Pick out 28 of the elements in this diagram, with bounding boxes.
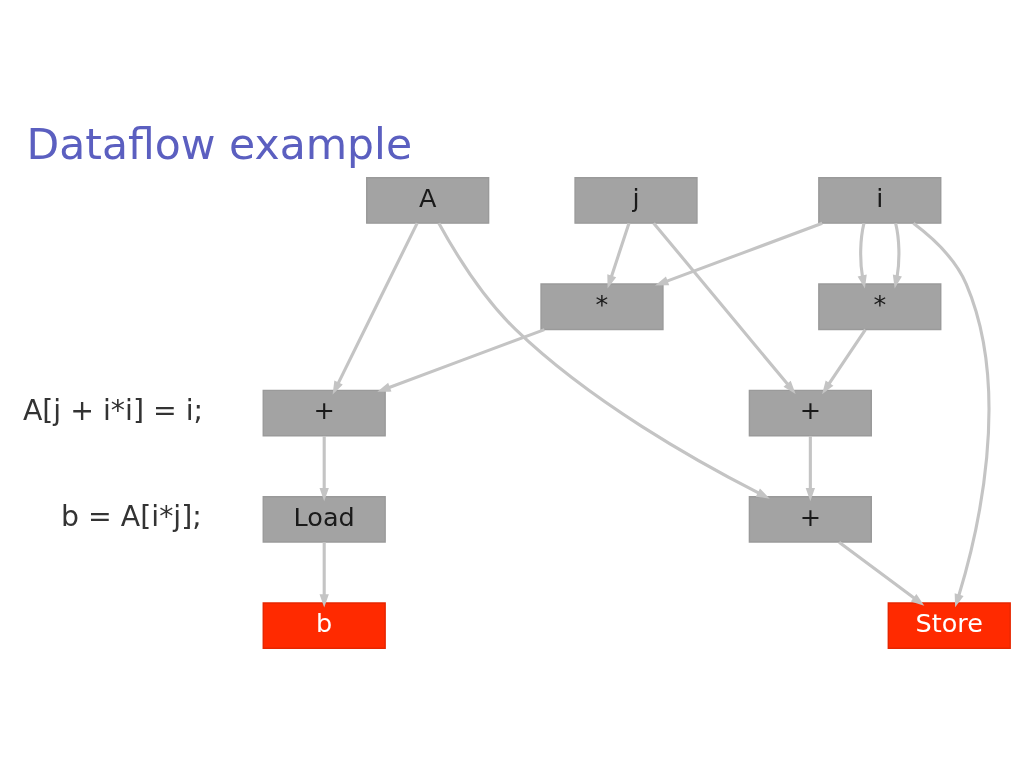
node-box: + bbox=[748, 389, 872, 437]
arrow bbox=[857, 223, 867, 289]
arrow bbox=[822, 328, 867, 395]
arrow bbox=[805, 435, 816, 502]
arrow bbox=[377, 328, 545, 392]
node-box: * bbox=[540, 283, 664, 331]
label: b = A[i*j]; bbox=[61, 500, 202, 534]
diagram-title: Dataflow example bbox=[26, 120, 413, 170]
node-box: Store bbox=[887, 602, 1011, 650]
node-box: A bbox=[366, 177, 490, 224]
arrow bbox=[332, 222, 419, 395]
arrow bbox=[607, 222, 631, 289]
node-box: + bbox=[262, 389, 386, 437]
label: A[j + i*i] = i; bbox=[22, 394, 204, 428]
arrow bbox=[437, 222, 770, 499]
node-box: + bbox=[748, 495, 872, 543]
node-box: i bbox=[818, 177, 942, 224]
arrow bbox=[319, 435, 329, 502]
arrow bbox=[912, 222, 991, 608]
node-box: j bbox=[574, 177, 698, 224]
arrow bbox=[655, 221, 823, 286]
node-box: * bbox=[818, 283, 942, 331]
arrow bbox=[319, 542, 329, 608]
arrow bbox=[652, 222, 796, 394]
arrow bbox=[892, 223, 902, 289]
node-box: Load bbox=[262, 495, 386, 543]
node-box: b bbox=[262, 602, 386, 650]
arrow bbox=[838, 540, 925, 606]
